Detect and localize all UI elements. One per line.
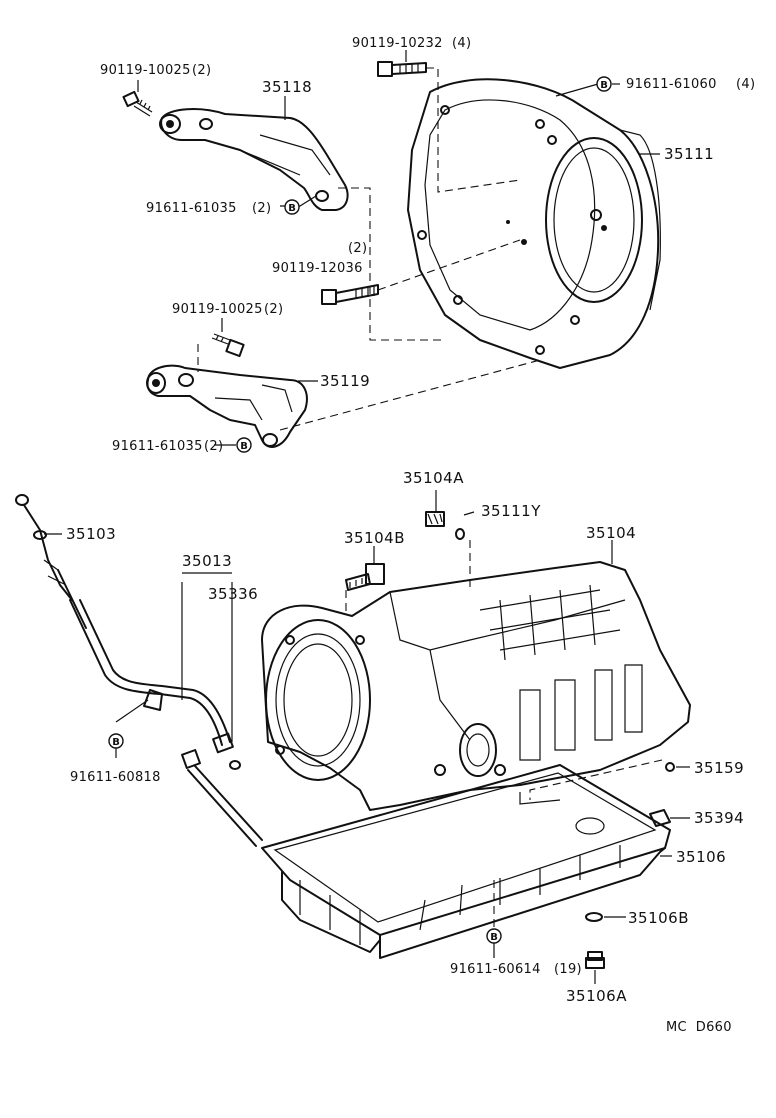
label-gasket-35106b: 35106B (628, 909, 689, 927)
svg-text:B: B (490, 932, 498, 943)
label-oring-35336: 35336 (208, 585, 258, 603)
oring-35111y-part (455, 528, 465, 540)
label-nut-lower-no: 91611-61035 (112, 439, 203, 454)
bolt-upper-part (122, 90, 153, 117)
label-nut-lower-qty: (2) (204, 439, 223, 454)
callout-labels: 90119-10025 (2) 35118 91611-61035 (2) 90… (66, 36, 755, 1035)
label-long-bolt-no: 90119-12036 (272, 261, 363, 276)
svg-text:B: B (112, 737, 120, 748)
drain-plug-part (585, 951, 605, 969)
housing-bolt-part (377, 61, 427, 77)
label-fitting-35104a: 35104A (403, 469, 464, 487)
label-nut-upper-qty: (2) (252, 201, 271, 216)
b-marker-housing-nut: B (596, 76, 612, 92)
label-nut-upper-no: 91611-61035 (146, 201, 237, 216)
label-tube-35013: 35013 (182, 552, 232, 570)
label-housing-bolt-no: 90119-10232 (352, 36, 443, 51)
svg-text:B: B (600, 80, 608, 91)
label-housing-bolt-qty: (4) (452, 36, 471, 51)
label-housing-35111: 35111 (664, 145, 714, 163)
fitting-35104b-part (345, 563, 385, 591)
oil-pan-part (261, 764, 671, 959)
bracket-35119-part (146, 364, 308, 448)
b-marker-nut-lower: B (236, 437, 252, 453)
label-pan-bolt-no: 91611-60614 (450, 962, 541, 977)
filler-tube-part (69, 599, 234, 754)
b-marker-nut-upper: B (284, 199, 300, 215)
label-dipstick-35103: 35103 (66, 525, 116, 543)
label-bracket-35118: 35118 (262, 78, 312, 96)
label-case-35104: 35104 (586, 524, 636, 542)
converter-housing-part (407, 78, 661, 369)
b-marker-pan-bolt: B (486, 928, 502, 944)
label-housing-nut-qty: (4) (736, 77, 755, 92)
label-housing-nut-no: 91611-61060 (626, 77, 717, 92)
callout-leaders (44, 50, 690, 984)
long-bolt-part (321, 284, 379, 305)
alignment-lines-upper (197, 67, 541, 431)
tube-lower-part (181, 749, 263, 847)
label-bolt-upper-no: 90119-10025 (100, 63, 191, 78)
bracket-35118-part (159, 108, 349, 211)
bolt-lower-part (211, 333, 245, 358)
alignment-lines-lower (181, 540, 663, 930)
label-oring-35111y: 35111Y (481, 502, 541, 520)
fitting-35104a-part (425, 511, 445, 527)
label-fitting-35104b: 35104B (344, 529, 405, 547)
transmission-case-part (261, 561, 691, 811)
label-drain-plug-35106a: 35106A (566, 987, 627, 1005)
label-bracket-35119: 35119 (320, 372, 370, 390)
footer-code: MC D660 (666, 1020, 732, 1035)
label-magnet-35394: 35394 (694, 809, 744, 827)
svg-text:B: B (288, 203, 296, 214)
label-plug-35159: 35159 (694, 759, 744, 777)
b-markers: B B B B B (108, 76, 612, 944)
label-pan-35106: 35106 (676, 848, 726, 866)
magnet-part (649, 809, 671, 827)
dipstick-part (15, 494, 87, 629)
label-bolt-upper-qty: (2) (192, 63, 211, 78)
label-clamp-bolt-no: 91611-60818 (70, 770, 161, 785)
drain-gasket-part (585, 912, 603, 922)
oring-35336-part (229, 760, 241, 770)
label-pan-bolt-qty: (19) (554, 962, 582, 977)
label-bolt-lower-no: 90119-10025 (172, 302, 263, 317)
plug-35159-part (665, 762, 675, 772)
svg-text:B: B (240, 441, 248, 452)
b-marker-clamp-bolt: B (108, 733, 124, 749)
label-long-bolt-qty: (2) (348, 241, 367, 256)
label-bolt-lower-qty: (2) (264, 302, 283, 317)
